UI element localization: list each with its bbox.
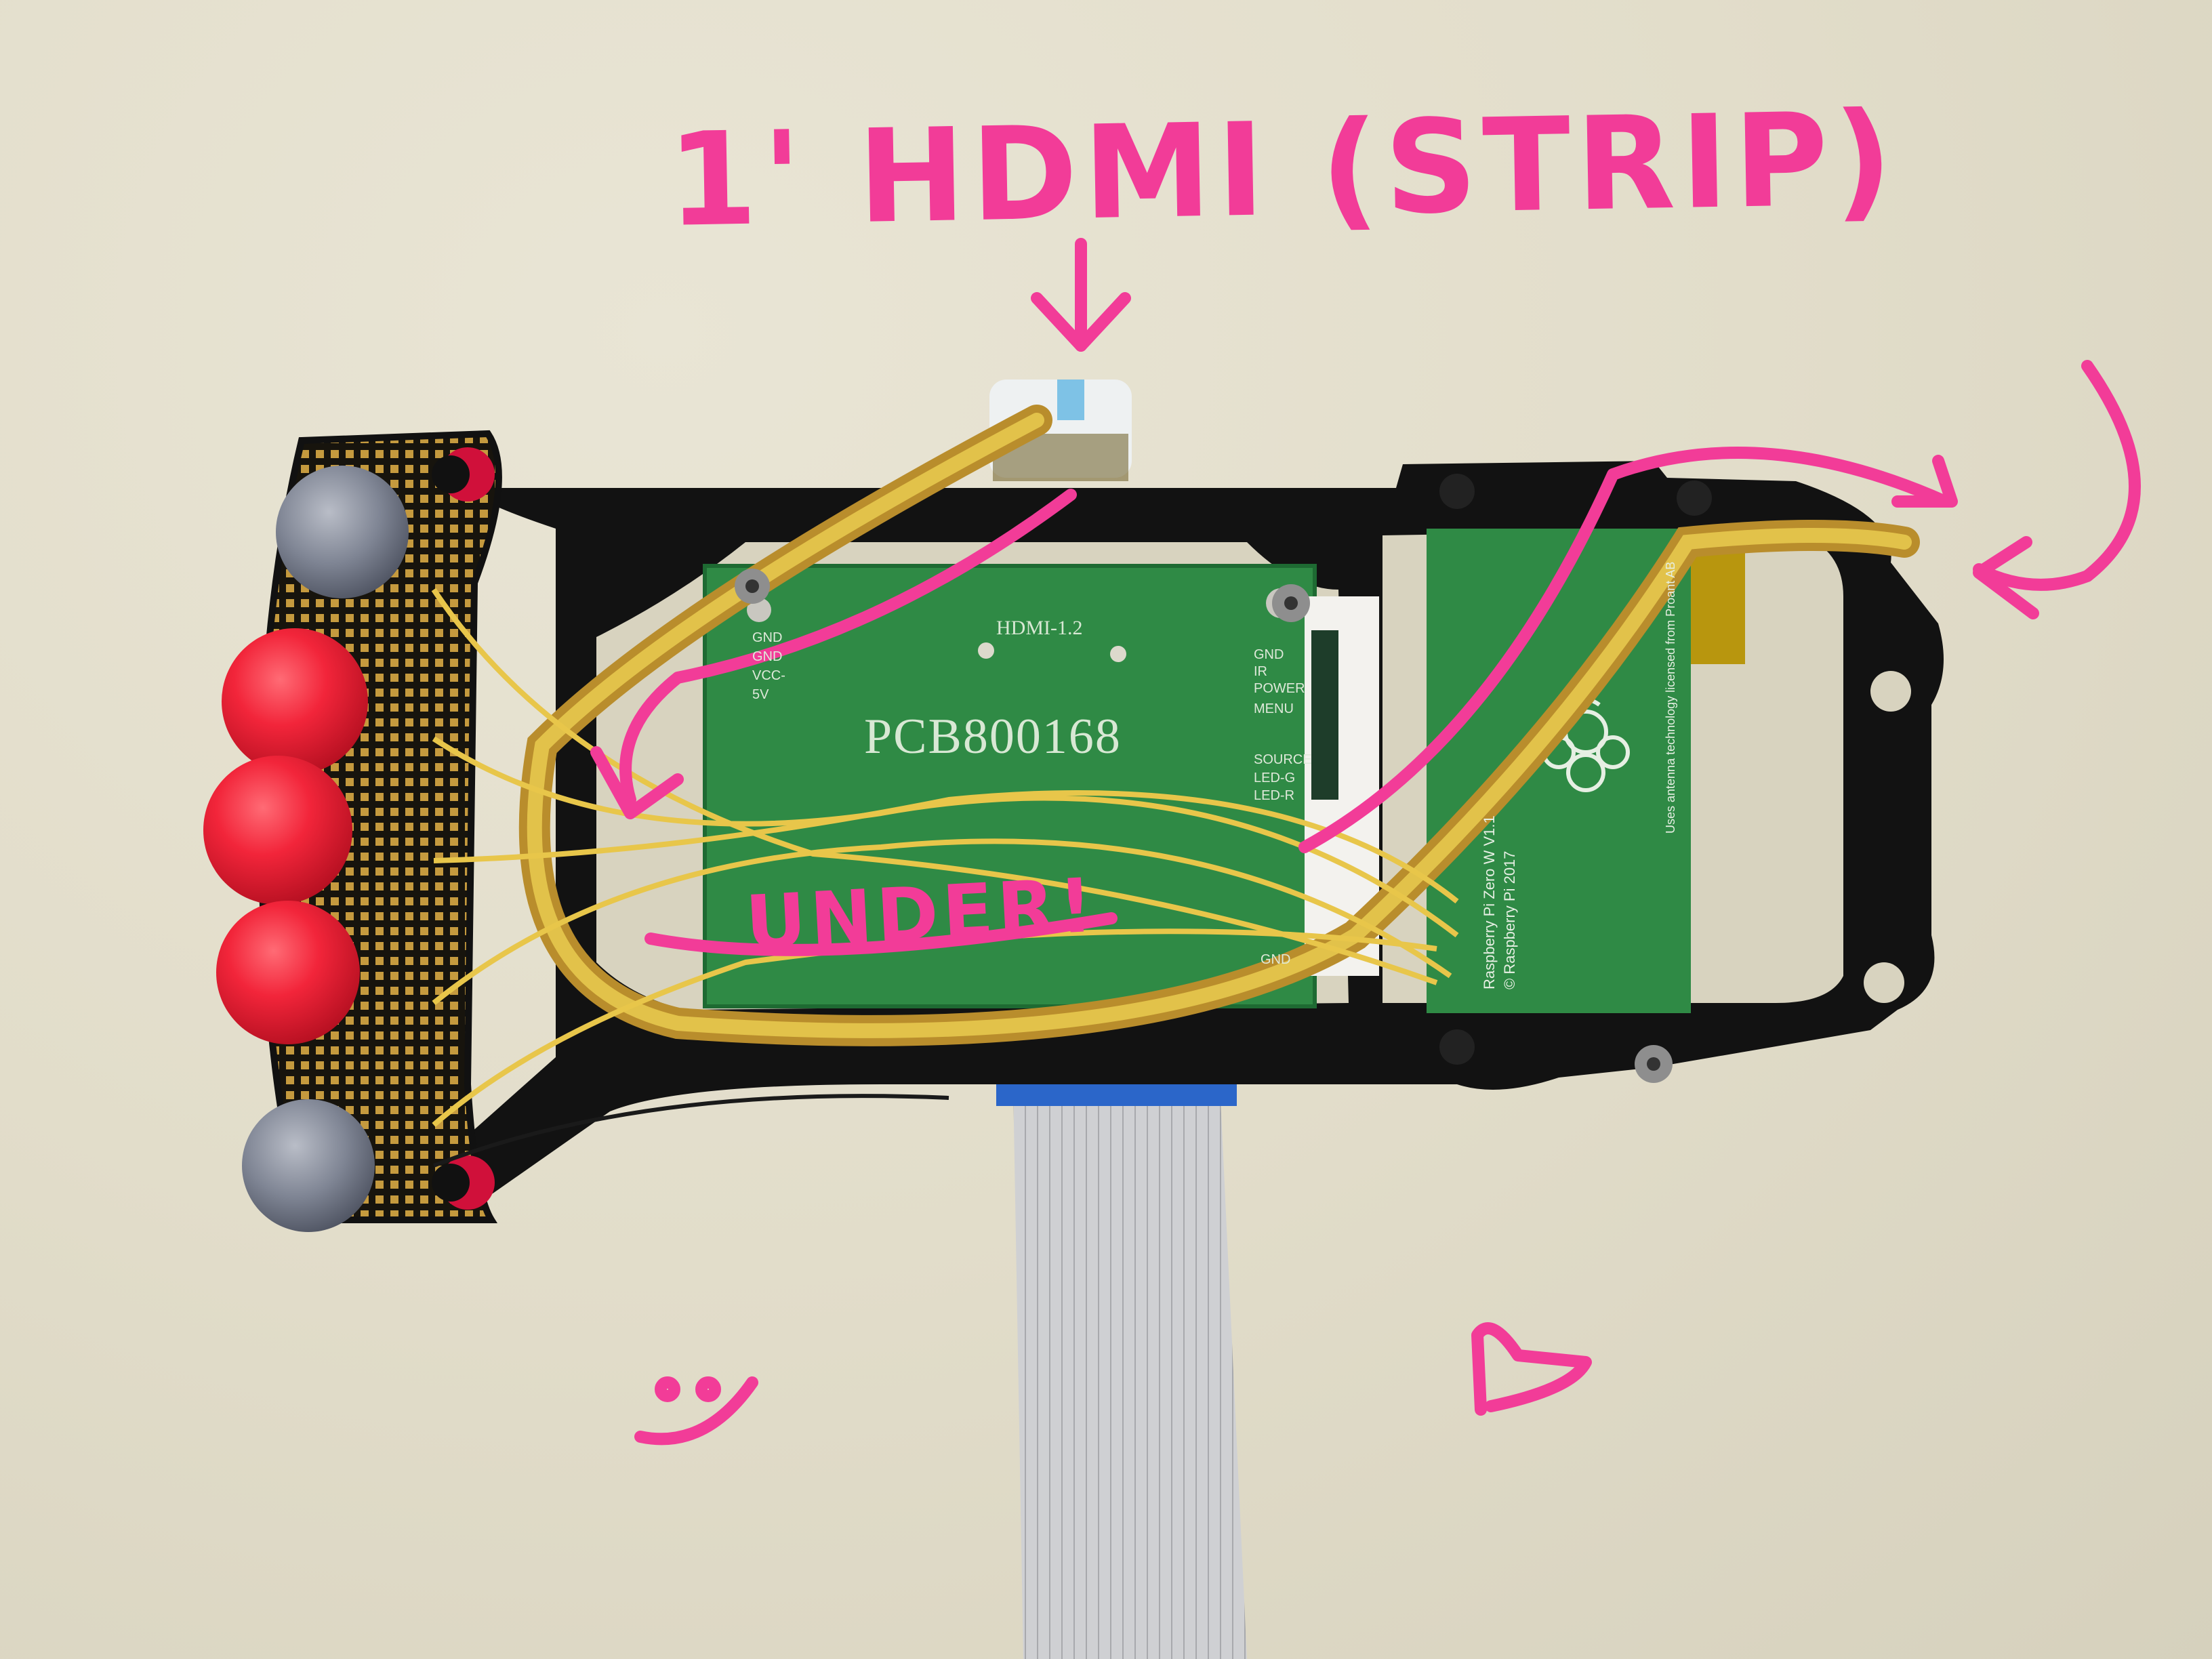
pin-label-left-1: GND bbox=[752, 630, 783, 645]
pin-label-right-2: IR bbox=[1254, 664, 1267, 679]
down-arrow-icon bbox=[1031, 238, 1131, 352]
hdmi-connector bbox=[989, 380, 1132, 481]
route-arrow-left-icon bbox=[590, 489, 1077, 819]
under-underline bbox=[644, 912, 1118, 956]
pin-label-right-7: LED-R bbox=[1254, 788, 1295, 803]
frame-screws bbox=[735, 474, 1911, 1083]
pin-label-right-5: SOURCE bbox=[1254, 752, 1312, 767]
pin-label-left-2: GND bbox=[752, 649, 783, 664]
ribbon-cable bbox=[996, 1084, 1247, 1659]
pin-label-left-3: VCC- bbox=[752, 668, 785, 683]
red-button-3[interactable] bbox=[216, 901, 360, 1044]
red-button-1[interactable] bbox=[222, 628, 368, 775]
rpi-copyright-text: © Raspberry Pi 2017 bbox=[1501, 851, 1518, 989]
smiley-icon bbox=[634, 1376, 758, 1446]
grey-button-bottom[interactable] bbox=[242, 1099, 375, 1232]
red-button-2[interactable] bbox=[203, 756, 352, 905]
pin-label-right-6: LED-G bbox=[1254, 771, 1296, 785]
pin-label-right-3: POWER bbox=[1254, 681, 1305, 696]
curved-arrow-icon bbox=[1973, 360, 2141, 619]
pink-annotations bbox=[590, 238, 2141, 1446]
pin-label-right-1: GND bbox=[1254, 647, 1284, 662]
grey-button-top[interactable] bbox=[276, 466, 409, 598]
pin-label-bottom: GND bbox=[1261, 952, 1291, 967]
rpi-model-text: Raspberry Pi Zero W V1.1 bbox=[1481, 815, 1498, 989]
rpi-antenna-text: Uses antenna technology licensed from Pr… bbox=[1664, 561, 1677, 834]
under-annotation: UNDER! bbox=[743, 861, 1099, 967]
heart-icon bbox=[1471, 1322, 1592, 1416]
pin-label-right-4: MENU bbox=[1254, 701, 1294, 716]
pin-label-left-4: 5V bbox=[752, 687, 769, 702]
route-arrow-right-icon bbox=[1298, 447, 1958, 853]
pcb-id-label: PCB800168 bbox=[864, 709, 1122, 764]
hdmi-strip-loop bbox=[518, 405, 1920, 1046]
hdmi-strip-annotation: 1' HDMI (STRIP) bbox=[666, 84, 1900, 255]
hdmi-version-label: HDMI-1.2 bbox=[996, 617, 1083, 639]
